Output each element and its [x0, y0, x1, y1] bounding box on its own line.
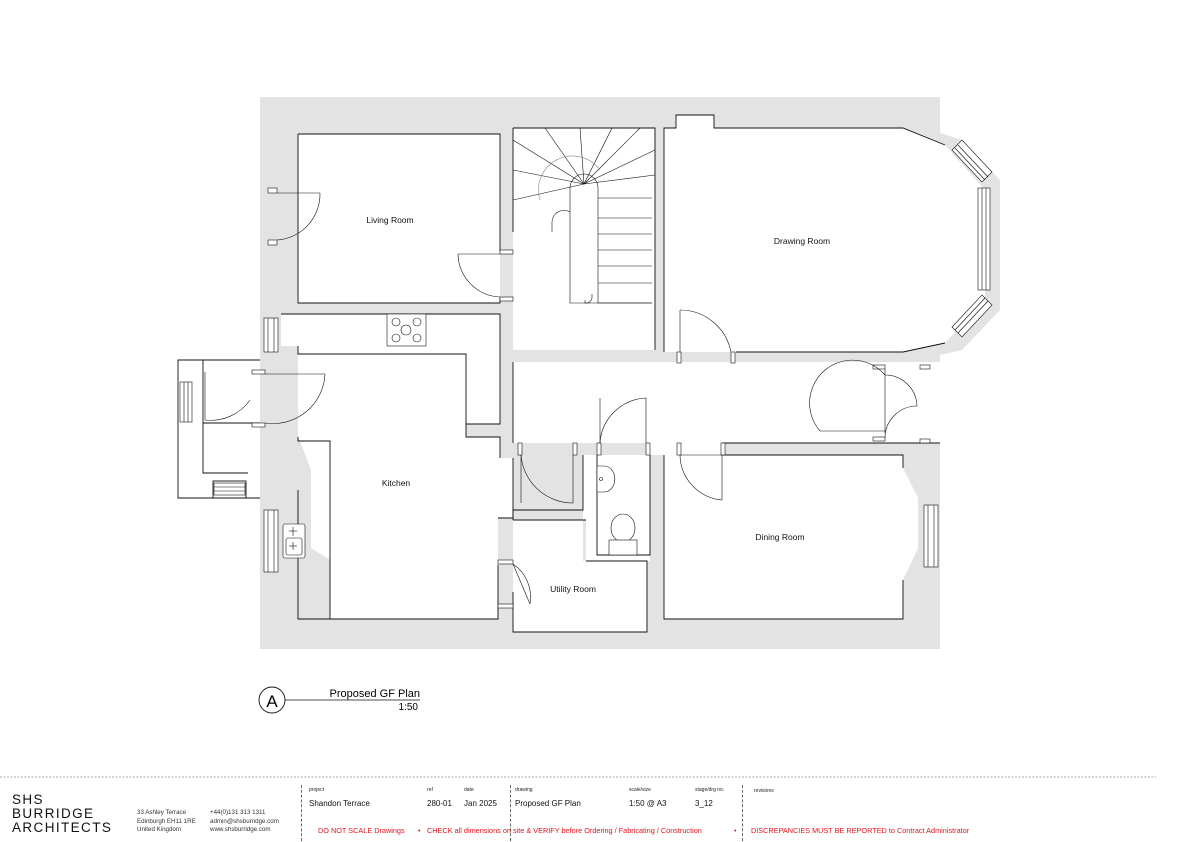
address-line: United Kingdom [137, 826, 182, 833]
drawing-title: A Proposed GF Plan 1:50 [258, 686, 421, 714]
label-scale: scale/size [629, 787, 651, 793]
title-marker: A [266, 692, 278, 711]
label-project: project [309, 787, 325, 793]
warning-separator: • [418, 826, 421, 835]
logo-line-1: SHS [12, 792, 44, 807]
address-line: 33 Ashley Terrace [137, 809, 187, 816]
value-scale: 1:50 @ A3 [629, 799, 667, 808]
title-scale: 1:50 [399, 702, 419, 713]
contact-phone: +44(0)131 313 1311 [210, 809, 266, 816]
fixtures [282, 313, 638, 559]
doors [204, 187, 931, 609]
warning-separator: • [734, 826, 737, 835]
address-line: Edinburgh EH11 1RE [137, 817, 196, 825]
value-project: Shandon Terrace [309, 799, 370, 808]
warning-check-dimensions: CHECK all dimensions on site & VERIFY be… [427, 826, 702, 835]
value-ref: 280-01 [427, 799, 452, 808]
logo-line-2: BURRIDGE [12, 806, 95, 821]
label-drawing: drawing [515, 787, 533, 793]
title-name: Proposed GF Plan [330, 688, 421, 700]
contact-email: admin@shsburridge.com [210, 817, 279, 825]
wall-mass [260, 97, 1000, 649]
room-label-living: Living Room [366, 215, 413, 225]
room-label-drawing: Drawing Room [774, 236, 830, 246]
company-logo: SHS BURRIDGE ARCHITECTS [12, 793, 112, 835]
value-stage: 3_12 [695, 799, 713, 808]
logo-line-3: ARCHITECTS [12, 820, 113, 835]
label-revisions: revisions [754, 788, 774, 794]
staircase [512, 127, 656, 304]
company-contact: +44(0)131 313 1311 admin@shsburridge.com… [210, 809, 279, 835]
room-label-utility: Utility Room [550, 584, 596, 594]
label-stage: stage/drg no. [695, 787, 725, 793]
windows [179, 139, 993, 573]
contact-web: www.shsburridge.com [210, 826, 271, 833]
warning-do-not-scale: DO NOT SCALE Drawings [318, 826, 405, 835]
label-ref: ref [427, 787, 433, 793]
value-date: Jan 2025 [464, 799, 497, 808]
warning-discrepancies: DISCREPANCIES MUST BE REPORTED to Contra… [751, 826, 970, 835]
value-drawing: Proposed GF Plan [515, 799, 581, 808]
room-label-dining: Dining Room [755, 532, 804, 542]
company-address: 33 Ashley Terrace Edinburgh EH11 1RE Uni… [137, 809, 196, 835]
label-date: date [464, 787, 474, 793]
room-label-kitchen: Kitchen [382, 478, 411, 488]
